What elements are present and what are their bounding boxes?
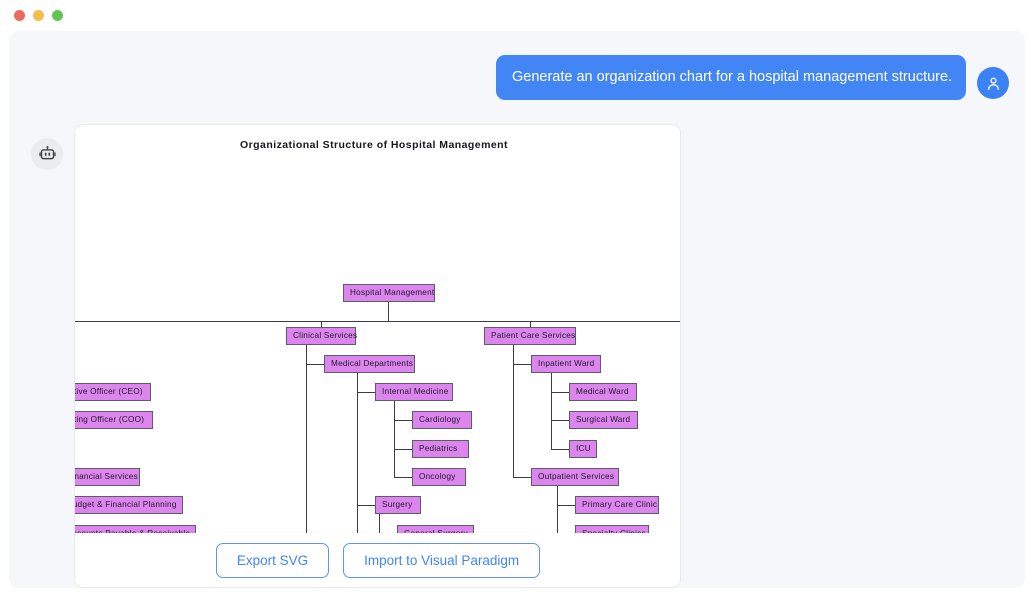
edge-drop-clinical: [321, 321, 323, 328]
edge-internal-onco: [394, 477, 412, 479]
chart-action-bar: Export SVG Import to Visual Paradigm: [75, 533, 680, 587]
org-node-hospital-management[interactable]: Hospital Management: [343, 284, 435, 302]
window-close-button[interactable]: [14, 10, 25, 21]
org-node-primary-care-clinic[interactable]: Primary Care Clinic: [575, 496, 659, 514]
edge-inpatient-spine: [551, 373, 553, 449]
edge-patient-outpatient: [513, 477, 531, 479]
assistant-message-row: Organizational Structure of Hospital Man…: [31, 124, 681, 588]
import-visual-paradigm-button[interactable]: Import to Visual Paradigm: [343, 542, 541, 578]
edge-internal-peds: [394, 449, 412, 451]
org-node-budget-financial-planning[interactable]: Budget & Financial Planning: [75, 496, 183, 514]
edge-clinical-spine: [306, 345, 308, 535]
org-node-surgery[interactable]: Surgery: [375, 496, 421, 514]
org-node-general-surgery[interactable]: General Surgery: [397, 525, 474, 535]
org-node-medical-departments[interactable]: Medical Departments: [324, 355, 415, 373]
chat-workspace: Generate an organization chart for a hos…: [9, 31, 1025, 588]
assistant-avatar: [31, 138, 63, 170]
org-chart-canvas: Organizational Structure of Hospital Man…: [75, 125, 680, 535]
org-node-financial-services[interactable]: Financial Services: [75, 468, 140, 486]
user-message-row: Generate an organization chart for a hos…: [496, 55, 1009, 100]
org-node-clinical-services[interactable]: Clinical Services: [286, 327, 357, 345]
chart-scroll-viewport[interactable]: Organizational Structure of Hospital Man…: [75, 125, 680, 535]
org-node-cardiology[interactable]: Cardiology: [412, 411, 472, 429]
org-node-inpatient-ward[interactable]: Inpatient Ward: [531, 355, 601, 373]
org-node-medical-ward[interactable]: Medical Ward: [569, 383, 637, 401]
org-node-ceo[interactable]: Chief Executive Officer (CEO): [75, 383, 151, 401]
org-node-specialty-clinics[interactable]: Specialty Clinics: [575, 525, 649, 535]
edge-patient-inpatient: [513, 364, 531, 366]
org-node-internal-medicine[interactable]: Internal Medicine: [375, 383, 453, 401]
user-icon: [987, 77, 999, 90]
org-node-accounts-payable-receivable[interactable]: Accounts Payable & Receivable: [75, 525, 196, 535]
edge-outpatient-spine: [557, 486, 559, 535]
edge-outpatient-primary: [557, 505, 575, 507]
org-node-surgical-ward[interactable]: Surgical Ward: [569, 411, 638, 429]
export-svg-button[interactable]: Export SVG: [215, 542, 330, 578]
edge-level1-bus: [75, 321, 680, 323]
edge-surgery-spine: [379, 514, 381, 535]
robot-icon: [38, 145, 56, 159]
chart-result-card: Organizational Structure of Hospital Man…: [74, 124, 681, 588]
edge-patient-spine: [513, 345, 515, 477]
user-message-bubble: Generate an organization chart for a hos…: [496, 55, 966, 100]
window-maximize-button[interactable]: [52, 10, 63, 21]
org-node-icu[interactable]: ICU: [569, 440, 597, 458]
org-node-coo[interactable]: Chief Operating Officer (COO): [75, 411, 153, 429]
window-minimize-button[interactable]: [33, 10, 44, 21]
edge-inpatient-medward: [551, 392, 569, 394]
edge-inpatient-icu: [551, 449, 569, 451]
edge-drop-patient: [530, 321, 532, 328]
org-node-outpatient-services[interactable]: Outpatient Services: [531, 468, 619, 486]
chart-title: Organizational Structure of Hospital Man…: [240, 139, 508, 151]
user-avatar: [977, 67, 1009, 99]
edge-inpatient-surgward: [551, 420, 569, 422]
org-node-oncology[interactable]: Oncology: [412, 468, 466, 486]
org-node-patient-care-services[interactable]: Patient Care Services: [484, 327, 576, 345]
edge-root-stem: [388, 302, 390, 322]
edge-meddepts-spine: [357, 373, 359, 535]
org-node-pediatrics[interactable]: Pediatrics: [412, 440, 469, 458]
edge-meddepts-internal: [357, 392, 375, 394]
edge-clinical-meddepts: [306, 364, 324, 366]
edge-internal-cardio: [394, 420, 412, 422]
edge-meddepts-surgery: [357, 505, 375, 507]
edge-internal-spine: [394, 401, 396, 477]
window-titlebar: [0, 0, 1034, 31]
